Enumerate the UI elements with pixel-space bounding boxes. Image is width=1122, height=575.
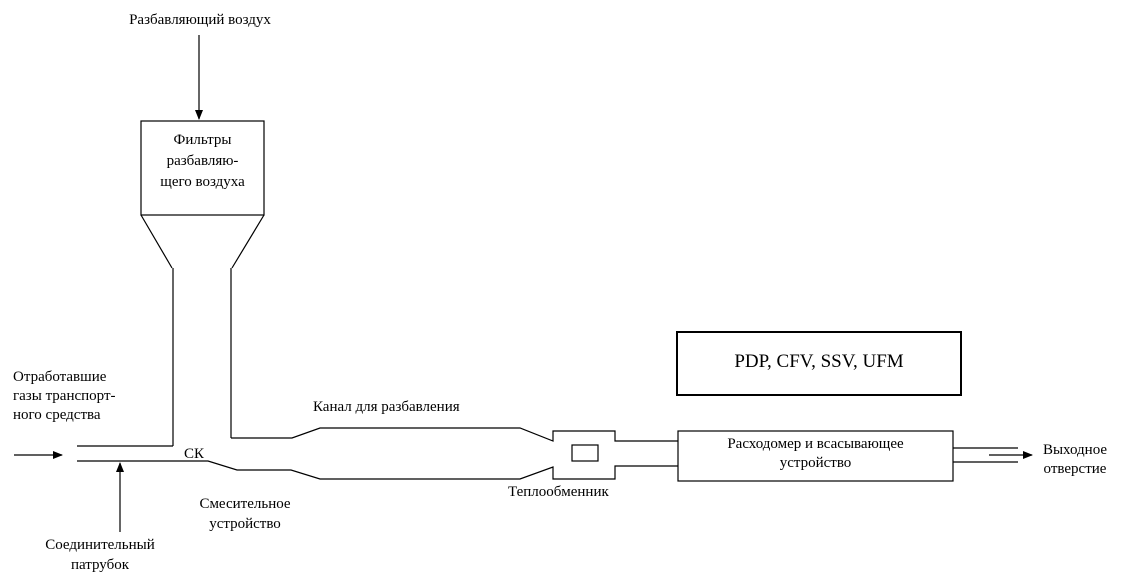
connecting-pipe-label: Соединительный патрубок (10, 535, 190, 575)
connecting-pipe-line1: Соединительный (45, 537, 155, 553)
flowmeter-label: Расходомер и всасывающее устройство (678, 435, 953, 473)
heat-exchanger-element (571, 444, 599, 462)
mixing-device-line2: устройство (209, 516, 281, 532)
exhaust-label: Отработавшие газы транспорт- ного средст… (13, 368, 116, 425)
dilution-air-label: Разбавляющий воздух (100, 11, 300, 30)
heat-exchanger-text: Теплообменник (508, 484, 609, 500)
mixing-device-label: Смесительное устройство (170, 494, 320, 534)
filter-label: Фильтры разбавляю- щего воздуха (141, 130, 264, 193)
filter-box (140, 120, 265, 216)
dilution-tunnel-top (231, 427, 678, 442)
device-types-label: PDP, CFV, SSV, UFM (677, 352, 961, 371)
exhaust-label-line2: газы транспорт- (13, 388, 116, 404)
connecting-pipe-line2: патрубок (70, 557, 130, 573)
mixing-device-line1: Смесительное (199, 496, 291, 512)
filter-funnel (140, 214, 265, 269)
outlet-line2: отверстие (1043, 461, 1107, 477)
device-types-text: PDP, CFV, SSV, UFM (734, 351, 904, 372)
filter-label-line2: разбавляю- (166, 153, 239, 169)
exhaust-label-line1: Отработавшие (13, 369, 107, 385)
dilution-tunnel-bottom (173, 460, 678, 480)
mixing-chamber-label: СК (184, 445, 204, 464)
exhaust-label-line3: ного средства (13, 407, 101, 423)
flowmeter-line2: устройство (779, 455, 852, 471)
heat-exchanger-label: Теплообменник (508, 483, 609, 502)
device-types-box (676, 331, 962, 396)
outlet-label: Выходное отверстие (1030, 441, 1120, 479)
filter-label-line3: щего воздуха (160, 174, 245, 190)
dilution-air-text: Разбавляющий воздух (129, 12, 271, 28)
mixing-chamber-text: СК (184, 446, 205, 462)
flowmeter-box (677, 430, 954, 482)
dilution-tunnel-text: Канал для разбавления (313, 399, 460, 415)
flowmeter-line1: Расходомер и всасывающее (727, 436, 904, 452)
dilution-tunnel-label: Канал для разбавления (313, 398, 460, 417)
outlet-line1: Выходное (1042, 442, 1108, 458)
filter-label-line1: Фильтры (173, 132, 232, 148)
